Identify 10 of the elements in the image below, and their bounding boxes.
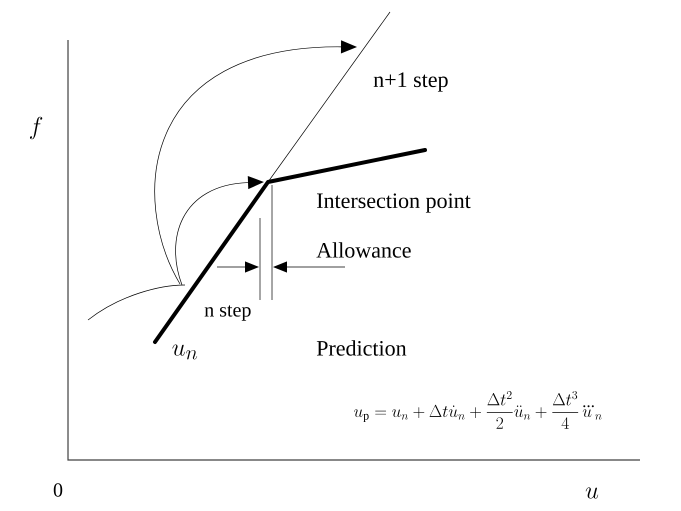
prediction-label: Prediction — [316, 340, 406, 356]
allowance-label: Allowance — [316, 242, 411, 258]
step-label: n step — [204, 305, 251, 321]
point-label: $u_n$ — [172, 344, 198, 360]
origin-label: 0 — [54, 483, 62, 497]
axis-label: $u$ — [586, 487, 598, 499]
point-label: Intersection point — [317, 193, 471, 213]
axis-label: $f$ — [30, 116, 42, 140]
formula: $u_{\mathrm{p}} = u_n + \Delta t\dot{u}_n + \frac{\Delta t^2}{2}\ddot{u}_n + \frac{\Delta t^3}{4}\dddot{u}_n$ — [354, 390, 602, 429]
step-label: n+1 step — [374, 72, 448, 92]
